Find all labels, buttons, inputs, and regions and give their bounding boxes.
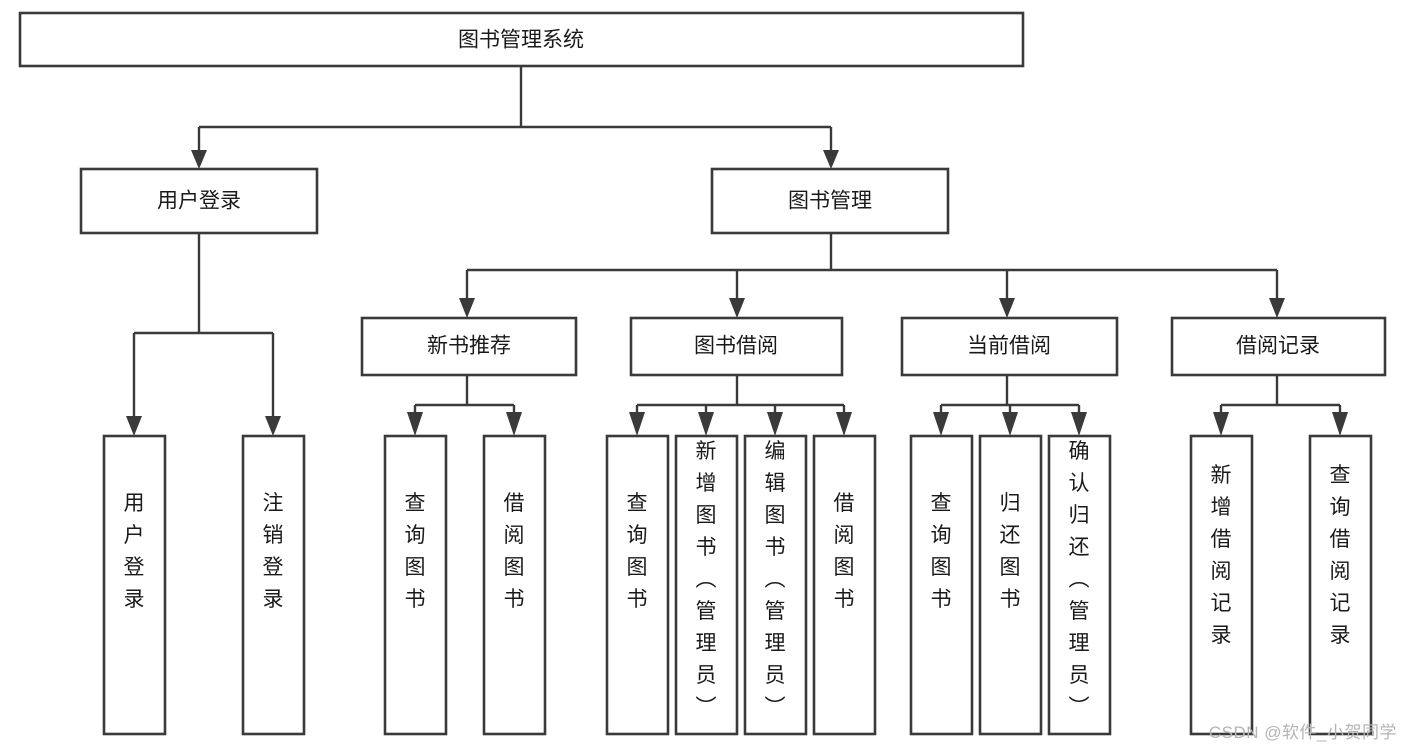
node-leaf-return-book-box[interactable] bbox=[978, 434, 1043, 736]
node-root[interactable]: 图书管理系统 bbox=[18, 11, 1025, 68]
node-leaf-add-book-admin[interactable]: 新增图书︵管理员︶ bbox=[674, 434, 739, 736]
arrowhead-leaf-confirm-return-admin bbox=[1071, 412, 1087, 436]
node-leaf-return-book[interactable]: 归还图书 bbox=[978, 434, 1043, 736]
node-leaf-user-login[interactable]: 用户登录 bbox=[102, 434, 167, 736]
node-new-book-recommend-box[interactable] bbox=[360, 316, 578, 377]
node-leaf-borrow-book-2-label: 借阅图书 bbox=[834, 492, 855, 611]
node-leaf-query-book-3[interactable]: 查询图书 bbox=[909, 434, 974, 736]
node-leaf-confirm-return-admin[interactable]: 确认归还︵管理员︶ bbox=[1047, 434, 1112, 736]
connector-new-book-recommend-to-leaves bbox=[407, 375, 522, 436]
arrowhead-book-management bbox=[823, 150, 839, 169]
arrowhead-user-login bbox=[191, 150, 207, 169]
node-book-borrow-label: 图书借阅 bbox=[694, 335, 778, 358]
node-leaf-query-borrow-record-label: 查询借阅记录 bbox=[1330, 464, 1351, 647]
node-leaf-query-book-2-label: 查询图书 bbox=[627, 492, 648, 611]
arrowhead-leaf-edit-book-admin bbox=[767, 412, 783, 436]
node-leaf-borrow-book-2-box[interactable] bbox=[812, 434, 877, 736]
node-leaf-user-login-label: 用户登录 bbox=[124, 492, 145, 611]
arrowhead-current-borrow bbox=[999, 298, 1015, 318]
node-leaf-add-borrow-record-box[interactable] bbox=[1189, 434, 1254, 736]
node-leaf-add-book-admin-box[interactable] bbox=[674, 434, 739, 736]
node-leaf-logout-login-box[interactable] bbox=[241, 434, 306, 736]
node-leaf-borrow-book-1[interactable]: 借阅图书 bbox=[482, 434, 547, 736]
arrowhead-leaf-query-book-1 bbox=[407, 412, 423, 436]
node-leaf-borrow-book-2[interactable]: 借阅图书 bbox=[812, 434, 877, 736]
node-leaf-query-book-3-box[interactable] bbox=[909, 434, 974, 736]
node-new-book-recommend[interactable]: 新书推荐 bbox=[360, 316, 578, 377]
connector-book-borrow-to-leaves bbox=[629, 375, 852, 436]
node-leaf-edit-book-admin-label: 编辑图书︵管理员︶ bbox=[765, 440, 786, 719]
node-leaf-query-borrow-record-box[interactable] bbox=[1308, 434, 1373, 736]
arrowhead-new-book-recommend bbox=[459, 298, 475, 318]
arrowhead-leaf-borrow-book-2 bbox=[836, 412, 852, 436]
arrowhead-leaf-return-book bbox=[1002, 412, 1018, 436]
connector-root-to-level1 bbox=[191, 66, 839, 169]
node-current-borrow-box[interactable] bbox=[900, 316, 1119, 377]
arrowhead-leaf-query-book-3 bbox=[933, 412, 949, 436]
node-leaf-query-book-1-box[interactable] bbox=[383, 434, 448, 736]
node-new-book-recommend-label: 新书推荐 bbox=[427, 335, 511, 358]
arrowhead-book-borrow bbox=[729, 298, 745, 318]
node-leaf-return-book-label: 归还图书 bbox=[1000, 492, 1021, 611]
node-current-borrow[interactable]: 当前借阅 bbox=[900, 316, 1119, 377]
node-leaf-query-book-2[interactable]: 查询图书 bbox=[605, 434, 670, 736]
connector-user-login-to-leaves bbox=[126, 233, 281, 436]
arrowhead-borrow-record bbox=[1269, 298, 1285, 318]
node-leaf-borrow-book-1-box[interactable] bbox=[482, 434, 547, 736]
node-leaf-logout-login[interactable]: 注销登录 bbox=[241, 434, 306, 736]
node-leaf-add-borrow-record-label: 新增借阅记录 bbox=[1211, 464, 1232, 647]
arrowhead-leaf-query-borrow-record bbox=[1332, 412, 1348, 436]
node-user-login[interactable]: 用户登录 bbox=[79, 167, 319, 235]
arrowhead-leaf-logout-login bbox=[265, 416, 281, 436]
node-borrow-record-box[interactable] bbox=[1170, 316, 1387, 377]
connector-borrow-record-to-leaves bbox=[1213, 375, 1348, 436]
connector-current-borrow-to-leaves bbox=[933, 375, 1087, 436]
node-book-borrow[interactable]: 图书借阅 bbox=[629, 316, 844, 377]
node-leaf-query-book-3-label: 查询图书 bbox=[931, 492, 952, 611]
arrowhead-leaf-user-login bbox=[126, 416, 142, 436]
node-leaf-logout-login-label: 注销登录 bbox=[263, 492, 284, 611]
node-leaf-query-book-2-box[interactable] bbox=[605, 434, 670, 736]
node-leaf-confirm-return-admin-label: 确认归还︵管理员︶ bbox=[1069, 440, 1090, 719]
node-leaf-add-book-admin-label: 新增图书︵管理员︶ bbox=[696, 440, 717, 719]
node-leaf-edit-book-admin[interactable]: 编辑图书︵管理员︶ bbox=[743, 434, 808, 736]
node-book-management-box[interactable] bbox=[710, 167, 950, 235]
arrowhead-leaf-query-book-2 bbox=[629, 412, 645, 436]
arrowhead-leaf-add-borrow-record bbox=[1213, 412, 1229, 436]
csdn-watermark: CSDN @软件_小贺同学 bbox=[1208, 723, 1397, 742]
node-leaf-edit-book-admin-box[interactable] bbox=[743, 434, 808, 736]
node-book-management-label: 图书管理 bbox=[788, 190, 872, 213]
node-book-borrow-box[interactable] bbox=[629, 316, 844, 377]
node-borrow-record-label: 借阅记录 bbox=[1236, 335, 1320, 358]
node-leaf-user-login-box[interactable] bbox=[102, 434, 167, 736]
connector-book-management-to-level2 bbox=[459, 233, 1285, 318]
node-leaf-confirm-return-admin-box[interactable] bbox=[1047, 434, 1112, 736]
node-leaf-borrow-book-1-label: 借阅图书 bbox=[504, 492, 525, 611]
node-user-login-label: 用户登录 bbox=[157, 190, 241, 213]
node-leaf-query-borrow-record[interactable]: 查询借阅记录 bbox=[1308, 434, 1373, 736]
node-leaf-query-book-1-label: 查询图书 bbox=[405, 492, 426, 611]
node-borrow-record[interactable]: 借阅记录 bbox=[1170, 316, 1387, 377]
node-user-login-box[interactable] bbox=[79, 167, 319, 235]
arrowhead-leaf-add-book-admin bbox=[698, 412, 714, 436]
node-book-management[interactable]: 图书管理 bbox=[710, 167, 950, 235]
node-root-box[interactable] bbox=[18, 11, 1025, 68]
node-leaf-query-book-1[interactable]: 查询图书 bbox=[383, 434, 448, 736]
node-root-label: 图书管理系统 bbox=[458, 29, 584, 52]
node-current-borrow-label: 当前借阅 bbox=[967, 335, 1051, 358]
node-leaf-add-borrow-record[interactable]: 新增借阅记录 bbox=[1189, 434, 1254, 736]
arrowhead-leaf-borrow-book-1 bbox=[506, 412, 522, 436]
